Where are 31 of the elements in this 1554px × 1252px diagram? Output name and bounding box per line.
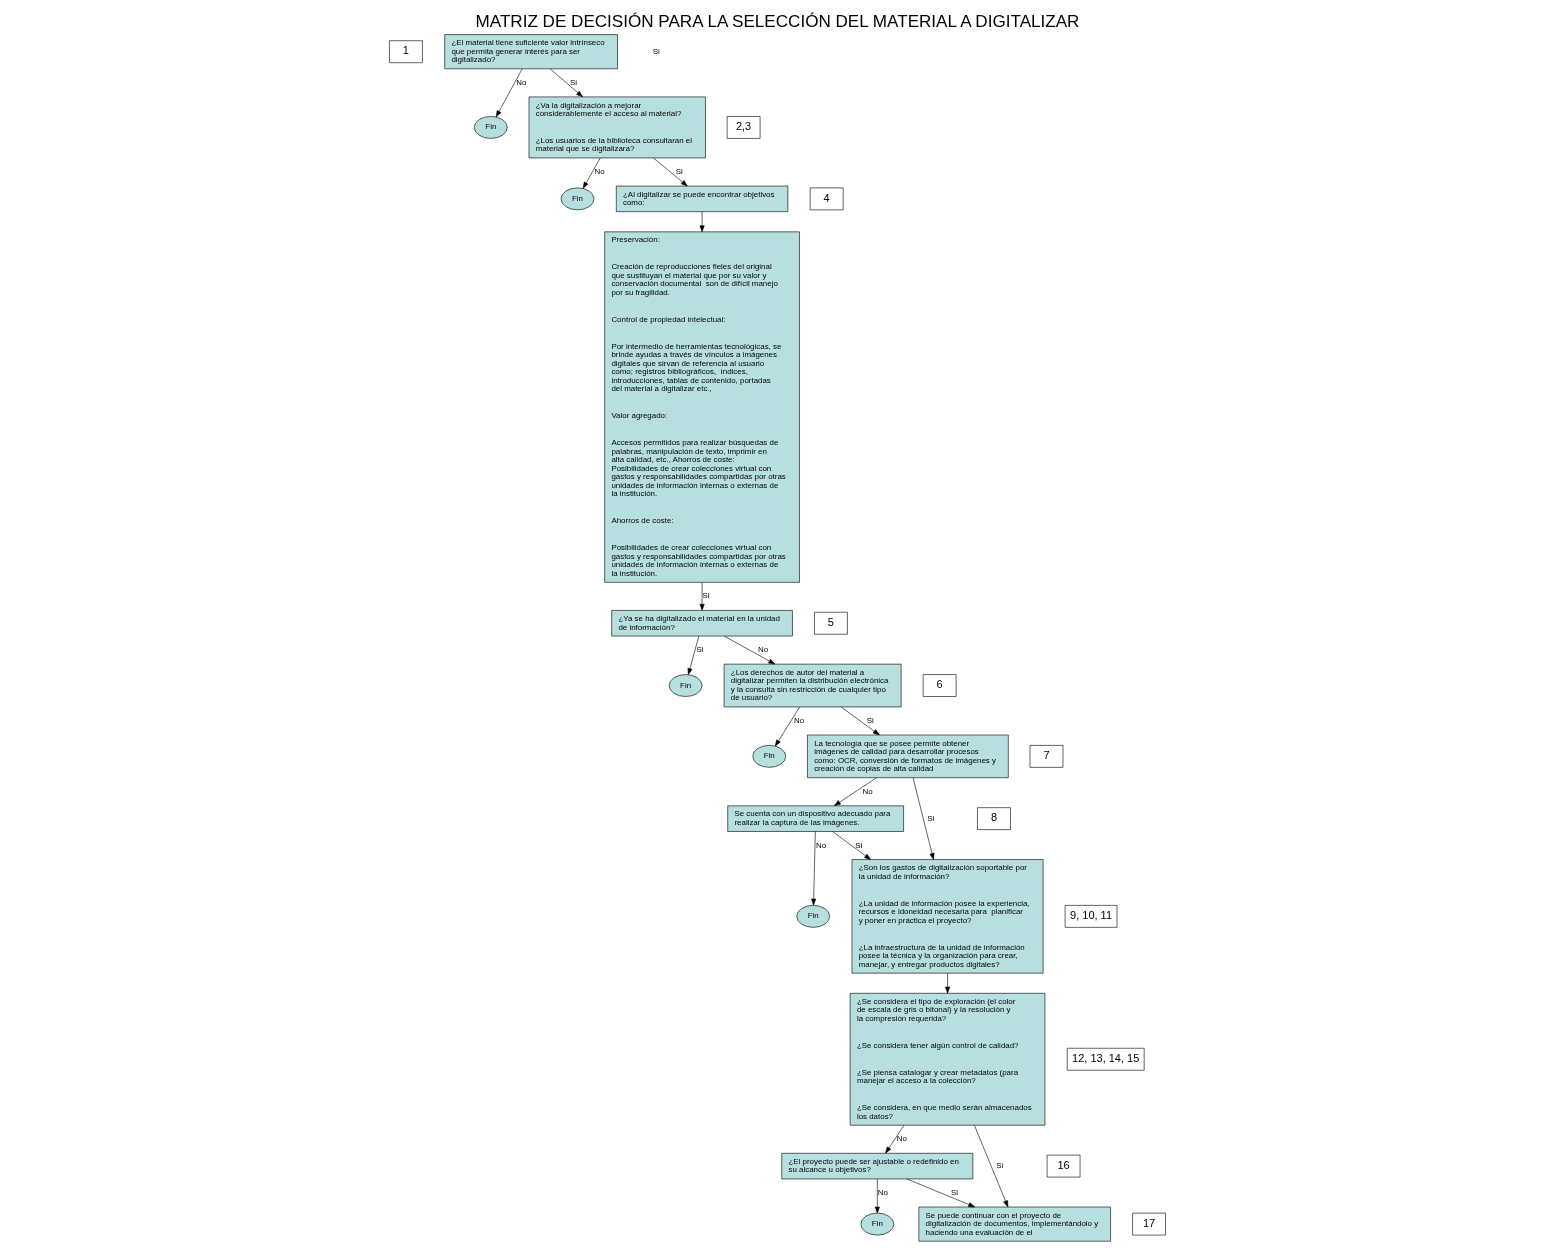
arrow bbox=[774, 706, 800, 747]
arrow bbox=[884, 1124, 904, 1154]
node-box: 4 bbox=[809, 187, 843, 211]
node-box: 9, 10, 11 bbox=[1064, 905, 1117, 928]
arrow bbox=[833, 777, 877, 806]
arrow bbox=[495, 68, 522, 118]
node-box: 16 bbox=[1046, 1154, 1080, 1178]
diagram-title: MATRIZ DE DECISIÓN PARA LA SELECCIÓN DEL MATERIAL A DIGITALIZAR bbox=[475, 11, 1079, 31]
node-box: 5 bbox=[813, 611, 848, 635]
arrow bbox=[840, 706, 880, 736]
node-box: 1 bbox=[388, 40, 423, 63]
arrow bbox=[549, 68, 583, 98]
arrow bbox=[723, 635, 775, 665]
node-box: 6 bbox=[922, 674, 956, 697]
arrow bbox=[973, 1124, 1008, 1208]
node-box: 8 bbox=[976, 807, 1011, 830]
node-box: 12, 13, 14, 15 bbox=[1066, 1047, 1144, 1071]
node-box: 2,3 bbox=[726, 116, 760, 139]
arrow bbox=[652, 157, 688, 187]
arrow bbox=[906, 1178, 975, 1208]
arrow bbox=[944, 972, 950, 994]
arrow bbox=[582, 157, 601, 189]
arrow bbox=[831, 831, 871, 860]
arrow bbox=[699, 211, 705, 233]
arrow bbox=[810, 831, 816, 906]
arrow bbox=[912, 777, 934, 860]
arrow bbox=[687, 635, 699, 675]
node-box: 17 bbox=[1131, 1212, 1166, 1236]
arrow bbox=[699, 582, 705, 611]
arrow bbox=[874, 1178, 880, 1214]
node-box: 7 bbox=[1029, 745, 1063, 768]
